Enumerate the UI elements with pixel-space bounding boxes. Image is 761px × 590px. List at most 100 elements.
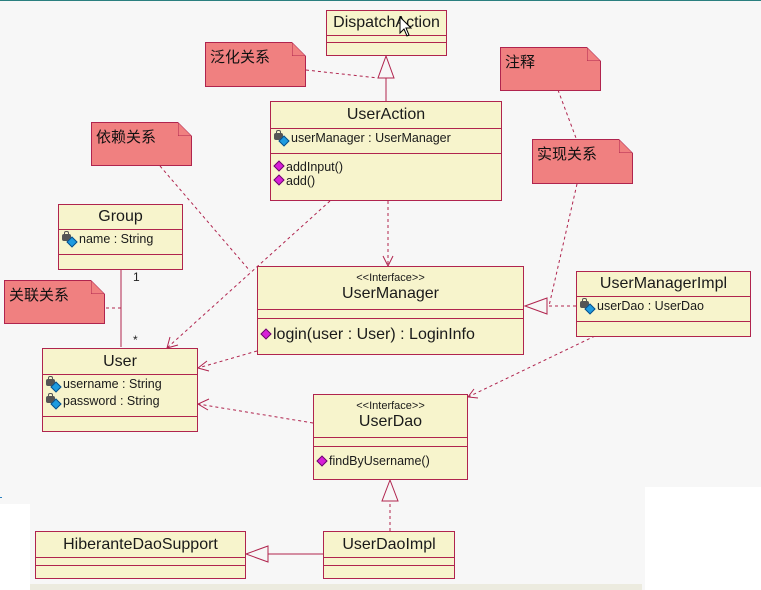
- note-realization[interactable]: 实现关系: [532, 139, 633, 184]
- operation-row[interactable]: login(user : User) : LoginInfo: [260, 325, 519, 345]
- dependency-userdao-user: [197, 403, 314, 424]
- public-operation-icon: [316, 454, 328, 467]
- attributes-compartment: username : String password : String: [43, 375, 197, 417]
- note-link-realization: [548, 183, 578, 307]
- private-attribute-icon: [46, 376, 62, 393]
- marker: [0, 497, 2, 498]
- operation-text: add(): [286, 174, 316, 188]
- class-name: UserDao: [358, 413, 423, 430]
- realization-arrowhead: [381, 478, 399, 502]
- attribute-text: name : String: [79, 232, 154, 246]
- attribute-row[interactable]: username : String: [46, 376, 193, 393]
- attribute-row[interactable]: userDao : UserDao: [580, 298, 746, 315]
- window-top-border: [0, 0, 761, 1]
- class-header: UserAction: [271, 102, 501, 129]
- public-operation-icon: [273, 160, 285, 172]
- note-text: 实现关系: [537, 145, 598, 163]
- stereotype-label: <<Interface>>: [356, 272, 425, 284]
- blank-area: [0, 504, 30, 590]
- note-fold-icon: [619, 139, 633, 153]
- class-group[interactable]: Group name : String: [58, 204, 183, 270]
- bottom-strip: [30, 584, 642, 590]
- generalization-arrowhead: [244, 545, 269, 563]
- attributes-compartment: [324, 558, 454, 566]
- public-operation-icon: [273, 174, 285, 186]
- class-user[interactable]: User username : String password : String: [42, 348, 198, 432]
- dependency-arrowhead: [196, 360, 210, 372]
- class-dispatchaction[interactable]: DispatchAction: [326, 10, 447, 56]
- class-header: HiberanteDaoSupport: [36, 532, 245, 558]
- note-text: 注释: [505, 53, 536, 71]
- dependency-usermanager-user: [197, 350, 258, 369]
- attribute-row[interactable]: password : String: [46, 393, 193, 410]
- class-usermanagerimpl[interactable]: UserManagerImpl userDao : UserDao: [576, 271, 751, 337]
- class-header: User: [43, 349, 197, 375]
- class-name: Group: [98, 208, 143, 225]
- attributes-compartment: userDao : UserDao: [577, 297, 750, 322]
- attributes-compartment: name : String: [59, 230, 182, 255]
- attributes-compartment: [36, 558, 245, 566]
- class-name: UserDaoImpl: [342, 536, 436, 553]
- class-name: UserAction: [346, 106, 426, 123]
- attribute-text: userDao : UserDao: [597, 299, 704, 313]
- operations-compartment: findByUsername(): [314, 447, 467, 472]
- note-link-generalization: [305, 69, 379, 79]
- note-fold-icon: [587, 47, 601, 61]
- class-header: <<Interface>> UserDao: [314, 395, 467, 438]
- note-text: 泛化关系: [210, 48, 271, 66]
- attributes-compartment: [314, 438, 467, 447]
- class-header: <<Interface>> UserManager: [258, 267, 523, 310]
- note-dependency[interactable]: 依赖关系: [91, 122, 192, 166]
- operations-compartment: login(user : User) : LoginInfo: [258, 319, 523, 347]
- operation-row[interactable]: findByUsername(): [316, 453, 463, 470]
- attribute-text: username : String: [63, 377, 162, 391]
- class-name: DispatchAction: [333, 14, 440, 31]
- note-fold-icon: [178, 122, 192, 136]
- private-attribute-icon: [274, 130, 290, 147]
- attribute-row[interactable]: userManager : UserManager: [274, 130, 497, 147]
- multiplicity-group-end: 1: [133, 270, 140, 284]
- operations-compartment: addInput() add(): [271, 154, 501, 190]
- class-name: User: [103, 353, 137, 370]
- class-header: UserDaoImpl: [324, 532, 454, 558]
- note-link-annotation: [557, 89, 577, 139]
- operation-text: findByUsername(): [329, 454, 430, 468]
- operation-row[interactable]: addInput(): [273, 160, 497, 174]
- class-useraction[interactable]: UserAction userManager : UserManager add…: [270, 101, 502, 201]
- private-attribute-icon: [46, 393, 62, 410]
- public-operation-icon: [260, 328, 272, 340]
- attribute-text: password : String: [63, 394, 160, 408]
- dependency-arrowhead: [467, 388, 479, 399]
- class-header: UserManagerImpl: [577, 272, 750, 297]
- attribute-text: userManager : UserManager: [291, 131, 451, 145]
- private-attribute-icon: [580, 298, 596, 315]
- dependency-useraction-user: [166, 200, 331, 349]
- note-fold-icon: [91, 280, 105, 294]
- stereotype-label: <<Interface>>: [356, 400, 425, 412]
- operation-text: login(user : User) : LoginInfo: [273, 326, 475, 343]
- interface-userdao[interactable]: <<Interface>> UserDao findByUsername(): [313, 394, 468, 480]
- operation-row[interactable]: add(): [273, 174, 497, 188]
- multiplicity-user-end: *: [133, 333, 138, 347]
- class-hibernatedaosupport[interactable]: HiberanteDaoSupport: [35, 531, 246, 579]
- generalization-arrowhead: [377, 54, 395, 79]
- private-attribute-icon: [62, 231, 78, 248]
- note-link-dependency: [159, 165, 251, 272]
- mouse-cursor-icon: [399, 16, 413, 37]
- attributes-compartment: [258, 310, 523, 319]
- attribute-row[interactable]: name : String: [62, 231, 178, 248]
- operation-text: addInput(): [286, 160, 343, 174]
- note-text: 关联关系: [9, 286, 70, 304]
- class-header: Group: [59, 205, 182, 230]
- note-fold-icon: [292, 42, 306, 56]
- dependency-arrowhead: [196, 398, 210, 411]
- note-association[interactable]: 关联关系: [4, 280, 105, 324]
- note-generalization[interactable]: 泛化关系: [205, 42, 306, 87]
- realization-arrowhead: [523, 297, 548, 315]
- class-name: HiberanteDaoSupport: [63, 536, 218, 553]
- class-userdaoimpl[interactable]: UserDaoImpl: [323, 531, 455, 579]
- note-annotation[interactable]: 注释: [500, 47, 601, 91]
- interface-usermanager[interactable]: <<Interface>> UserManager login(user : U…: [257, 266, 524, 355]
- blank-area: [645, 487, 761, 590]
